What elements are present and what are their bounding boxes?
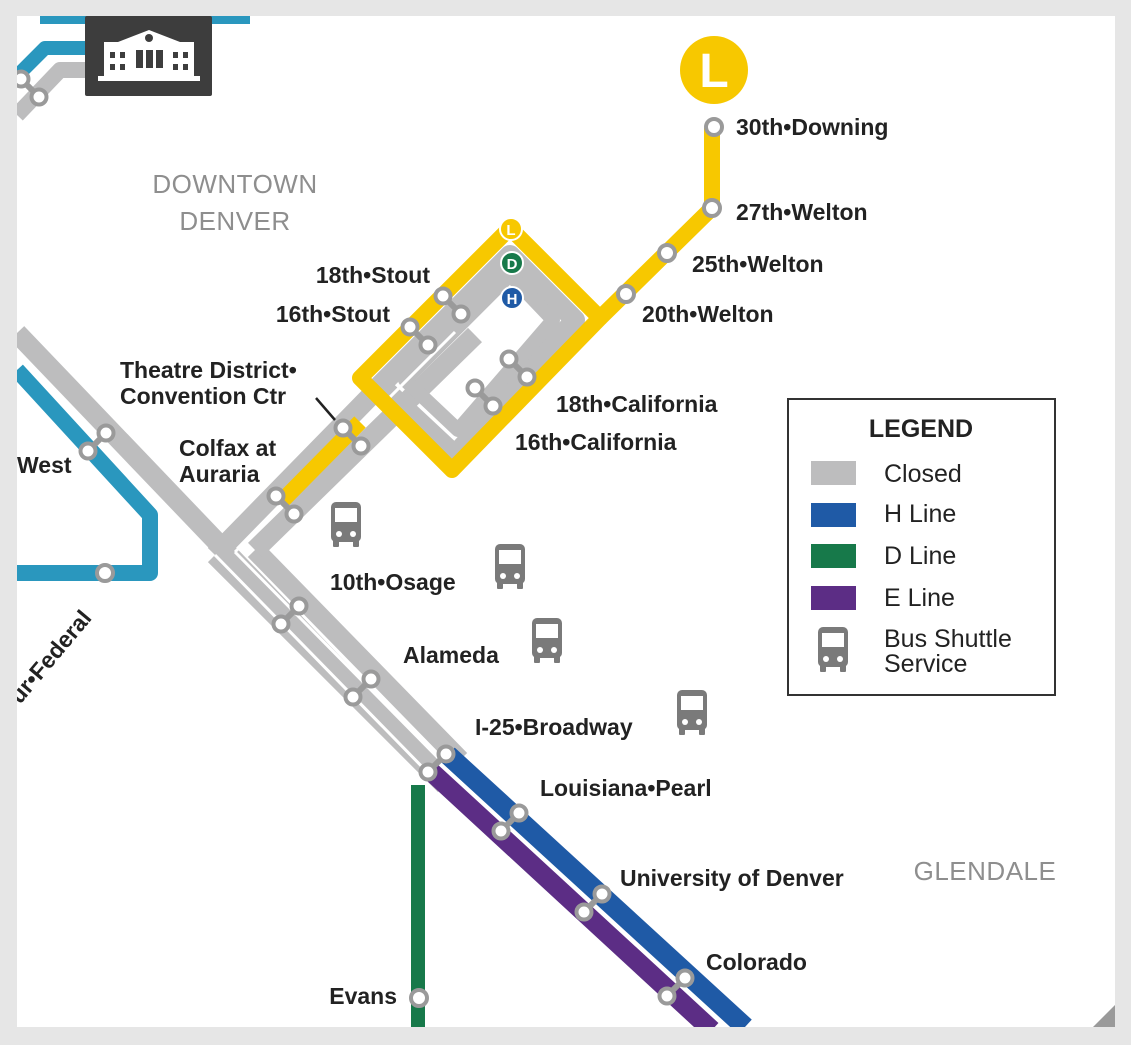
l-line-badge bbox=[680, 36, 748, 104]
station-label-18th-stout: 18th•Stout bbox=[316, 262, 430, 288]
legend-item-e-line: E Line bbox=[811, 584, 955, 612]
legend-label-closed: Closed bbox=[884, 460, 962, 488]
loop-badges: L D H bbox=[499, 217, 524, 310]
w-line bbox=[17, 16, 250, 581]
legend-label-bus-1: Bus Shuttle bbox=[884, 625, 1012, 653]
page-corner bbox=[1093, 1005, 1115, 1027]
bus-icon bbox=[677, 690, 707, 735]
legend-swatch-d-line bbox=[811, 544, 856, 568]
stop-evans bbox=[409, 988, 429, 1008]
station-label-federal: ur•Federal bbox=[17, 605, 96, 708]
svg-text:L: L bbox=[506, 222, 515, 239]
legend-label-bus-2: Service bbox=[884, 650, 967, 678]
station-label-alameda: Alameda bbox=[403, 642, 499, 668]
l-line-badge-letter: L bbox=[699, 45, 728, 98]
bus-icon bbox=[495, 544, 525, 589]
legend-item-closed: Closed bbox=[811, 460, 962, 488]
station-label-colfax-1: Colfax at bbox=[179, 435, 276, 461]
legend-bus-icon bbox=[818, 627, 848, 672]
stop-20th-welton bbox=[616, 284, 636, 304]
stop-27th-welton bbox=[702, 198, 722, 218]
legend-item-d-line: D Line bbox=[811, 542, 956, 570]
bus-icons bbox=[331, 502, 707, 735]
legend-label-e-line: E Line bbox=[884, 584, 955, 612]
station-label-colorado: Colorado bbox=[706, 949, 807, 975]
station-label-18th-california: 18th•California bbox=[556, 391, 718, 417]
station-label-colfax-2: Auraria bbox=[179, 461, 260, 487]
glendale-label: GLENDALE bbox=[914, 856, 1057, 886]
e-line bbox=[423, 762, 719, 1027]
svg-text:D: D bbox=[507, 256, 518, 273]
station-label-16th-stout: 16th•Stout bbox=[276, 301, 390, 327]
station-label-university-of-denver: University of Denver bbox=[620, 865, 844, 891]
legend-item-h-line: H Line bbox=[811, 500, 956, 528]
legend-title: LEGEND bbox=[869, 415, 973, 443]
station-label-20th-welton: 20th•Welton bbox=[642, 301, 774, 327]
denver-label: DENVER bbox=[179, 206, 290, 236]
station-label-10th-osage: 10th•Osage bbox=[330, 569, 456, 595]
station-label-theatre-2: Convention Ctr bbox=[120, 383, 286, 409]
single-stops bbox=[95, 117, 724, 1008]
station-label-i25-broadway: I-25•Broadway bbox=[475, 714, 633, 740]
legend-swatch-closed bbox=[811, 461, 856, 485]
legend: LEGEND Closed H Line D Line E Line Bus S… bbox=[787, 398, 1056, 696]
bus-icon bbox=[532, 618, 562, 663]
station-label-25th-welton: 25th•Welton bbox=[692, 251, 824, 277]
station-label-30th-downing: 30th•Downing bbox=[736, 114, 888, 140]
union-station-icon bbox=[85, 16, 212, 96]
station-label-16th-california: 16th•California bbox=[515, 429, 677, 455]
station-label-evans: Evans bbox=[329, 983, 397, 1009]
station-label-27th-welton: 27th•Welton bbox=[736, 199, 868, 225]
rail-map: L L D H bbox=[17, 16, 1115, 1027]
station-label-louisiana-pearl: Louisiana•Pearl bbox=[540, 775, 712, 801]
legend-label-d-line: D Line bbox=[884, 542, 956, 570]
map-canvas: L L D H bbox=[17, 16, 1115, 1027]
stop-30th-downing bbox=[704, 117, 724, 137]
svg-text:H: H bbox=[507, 291, 518, 308]
legend-swatch-e-line bbox=[811, 586, 856, 610]
downtown-label: DOWNTOWN bbox=[152, 169, 317, 199]
stop-west bbox=[81, 426, 114, 459]
stop-federal bbox=[95, 563, 115, 583]
bus-icon bbox=[331, 502, 361, 547]
station-label-west: West bbox=[17, 452, 72, 478]
legend-swatch-h-line bbox=[811, 503, 856, 527]
theatre-leader-line bbox=[315, 397, 336, 421]
stop-25th-welton bbox=[657, 243, 677, 263]
station-label-theatre-1: Theatre District• bbox=[120, 357, 297, 383]
legend-label-h-line: H Line bbox=[884, 500, 956, 528]
